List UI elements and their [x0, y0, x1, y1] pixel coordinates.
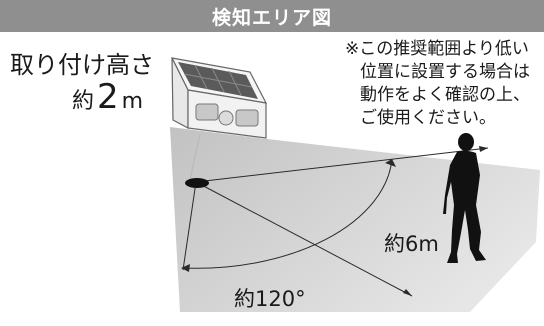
- mount-height-label: 取り付け高さ: [10, 51, 154, 79]
- range-line-left: [182, 181, 197, 271]
- note-line: 位置に設置する場合は: [360, 62, 530, 82]
- solar-light-icon: [170, 57, 268, 139]
- installation-note: ※この推奨範囲より低い 位置に設置する場合は 動作をよく確認の上、 ご使用くださ…: [345, 38, 530, 130]
- note-line: ※この推奨範囲より低い: [345, 39, 529, 59]
- detection-distance-label: 約6m: [384, 232, 439, 256]
- detection-angle-label: 約120°: [234, 287, 306, 311]
- arc-arrow-end: [181, 264, 190, 272]
- arrowhead-right: [479, 146, 488, 152]
- detection-zone: [170, 127, 540, 312]
- range-line-down: [195, 181, 413, 297]
- person-silhouette-icon: [443, 133, 486, 263]
- mount-line: [189, 133, 201, 181]
- arrowhead-down: [403, 289, 412, 296]
- note-line: 動作をよく確認の上、: [360, 85, 530, 105]
- mount-height-number: 2: [97, 77, 119, 117]
- range-line-right: [195, 147, 489, 183]
- range-arc: [182, 158, 393, 269]
- arc-arrow-start: [385, 159, 396, 167]
- title-bar: 検知エリア図: [0, 0, 544, 32]
- floor-sensor-point-icon: [185, 178, 209, 188]
- mount-height-value: 約 2 m: [72, 80, 143, 115]
- mount-height-approx: 約: [72, 89, 95, 114]
- diagram-title: 検知エリア図: [211, 6, 332, 29]
- mount-height-unit: m: [121, 89, 144, 114]
- note-line: ご使用ください。: [360, 108, 496, 128]
